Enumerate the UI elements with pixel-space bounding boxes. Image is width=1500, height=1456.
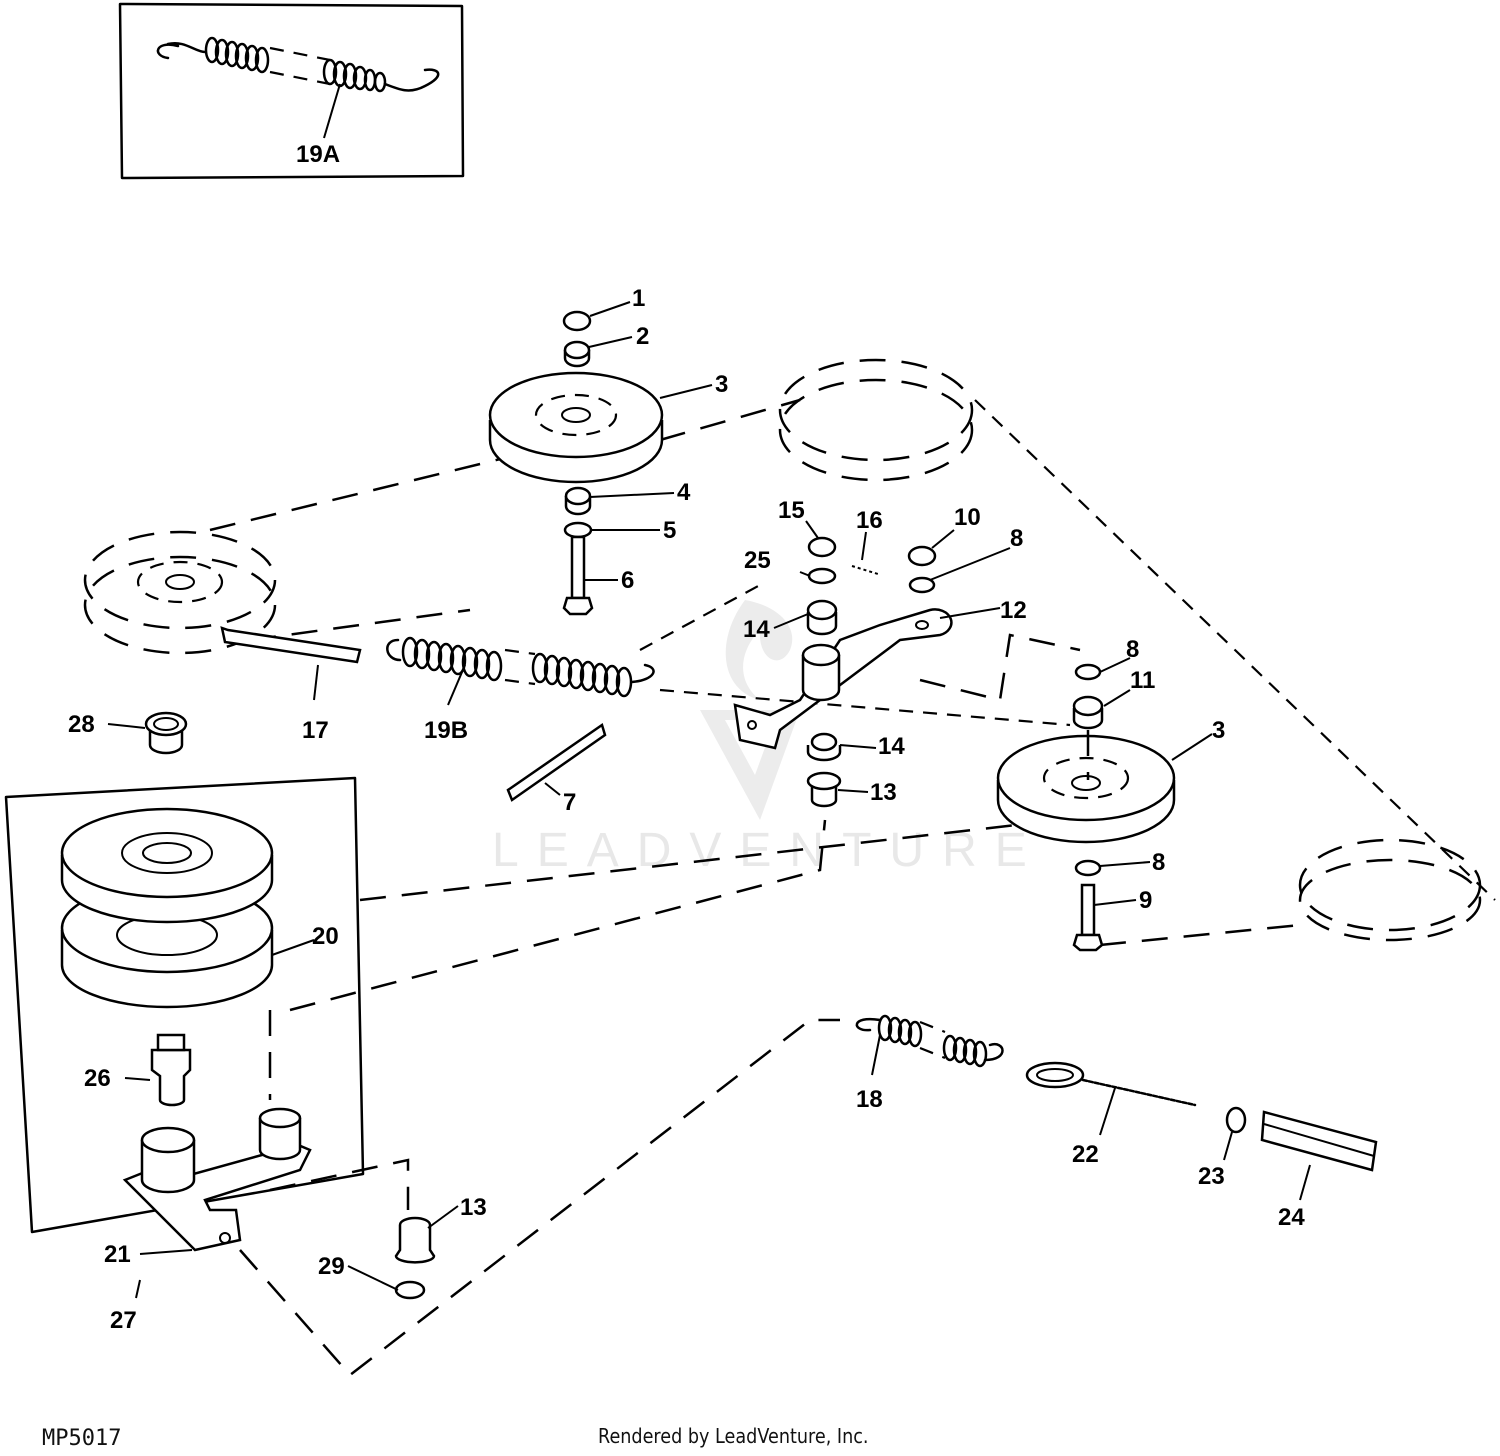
watermark: LEADVENTURE (492, 600, 1045, 877)
callout-13-middle: 13 (870, 779, 897, 806)
callout-8-top: 8 (1010, 525, 1023, 552)
key-rod (506, 722, 607, 802)
belt-path (209, 398, 1496, 1377)
callout-6: 6 (621, 567, 634, 594)
leader-lines (107, 301, 1311, 1299)
ghost-pulley-far-right (1298, 838, 1482, 942)
inset-spring-19a: 19A (118, 2, 465, 180)
callout-5: 5 (663, 517, 676, 544)
callout-10: 10 (954, 504, 981, 531)
callout-21: 21 (104, 1241, 131, 1268)
callout-29: 29 (318, 1253, 345, 1280)
callout-20: 20 (312, 923, 339, 950)
callout-3-upper: 3 (715, 371, 728, 398)
ghost-pulley-left (83, 530, 277, 655)
nut-23 (1225, 1106, 1247, 1134)
spring-18 (855, 1014, 1004, 1068)
callout-8-bottom: 8 (1152, 849, 1165, 876)
watermark-flame-icon (725, 600, 793, 700)
inset-drive-pulley (4, 776, 436, 1300)
callout-26: 26 (84, 1065, 111, 1092)
callout-1: 1 (632, 285, 645, 312)
callout-19a: 19A (296, 141, 340, 168)
callout-15: 15 (778, 497, 805, 524)
bushing-28 (144, 711, 188, 755)
callout-3-lower: 3 (1212, 717, 1225, 744)
callout-4: 4 (677, 479, 691, 506)
callout-24: 24 (1278, 1204, 1305, 1231)
callout-2: 2 (636, 323, 649, 350)
idler-arm-assembly (733, 536, 953, 808)
eyebolt-22 (1025, 1061, 1197, 1107)
upper-pulley-assembly (488, 310, 664, 616)
callout-19b: 19B (424, 717, 468, 744)
ghost-pulley-upper-right (778, 358, 974, 482)
callout-8-middle: 8 (1126, 636, 1139, 663)
callout-17: 17 (302, 717, 329, 744)
watermark-text: LEADVENTURE (492, 824, 1045, 877)
callout-28: 28 (68, 711, 95, 738)
callout-27: 27 (110, 1307, 137, 1334)
callout-9: 9 (1139, 887, 1152, 914)
callout-23: 23 (1198, 1163, 1225, 1190)
callout-13-lower: 13 (460, 1194, 487, 1221)
render-credit: Rendered by LeadVenture, Inc. (598, 1424, 869, 1448)
callout-16: 16 (856, 507, 883, 534)
callout-labels: 1 2 3 4 5 6 7 8 8 8 9 10 11 12 13 13 14 … (68, 285, 1305, 1334)
figure-id: MP5017 (42, 1426, 122, 1451)
lower-pulley-assembly (996, 663, 1176, 952)
callout-11: 11 (1130, 667, 1155, 694)
callout-7: 7 (563, 789, 576, 816)
callout-14-middle: 14 (878, 733, 905, 760)
spring-19b (386, 636, 655, 698)
coupler-24 (1260, 1110, 1378, 1172)
callout-18: 18 (856, 1086, 883, 1113)
callout-12: 12 (1000, 597, 1027, 624)
belt-guide (220, 626, 362, 664)
callout-25: 25 (744, 547, 771, 574)
callout-14-upper: 14 (743, 616, 770, 643)
callout-22: 22 (1072, 1141, 1099, 1168)
